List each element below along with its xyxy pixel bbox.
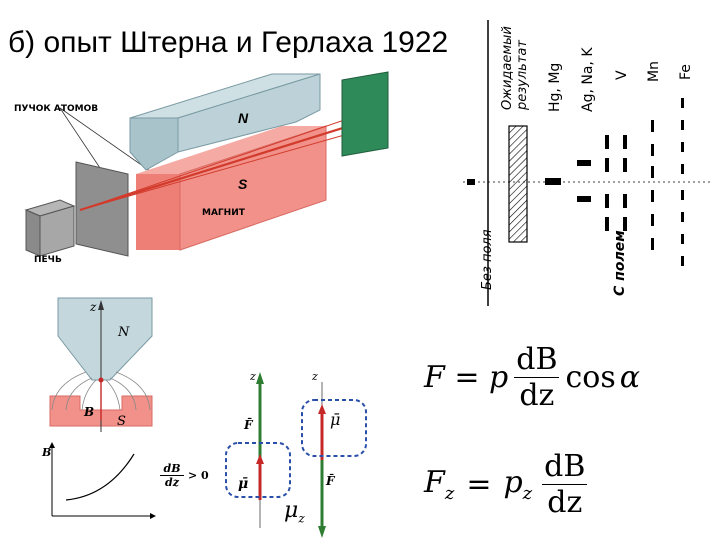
gradient-den: dz (165, 476, 179, 489)
formula1-lhs: F = p (424, 359, 509, 395)
formula1-alpha: α (619, 359, 641, 395)
field-axis-z: z (90, 300, 97, 314)
column-header-mn: Mn (646, 61, 662, 82)
formula2-p-symbol: p (503, 464, 523, 500)
pole-field-diagram (49, 297, 153, 432)
formula2-f: F (424, 464, 445, 500)
expected-result-header: Ожидаемый результат (500, 26, 530, 110)
vector-axis-z-left: z (250, 370, 256, 383)
detector-screen (341, 71, 389, 157)
hg-mg-mark (545, 178, 561, 185)
column-header-ag: Ag, Na, K (580, 47, 596, 113)
b-curve (65, 453, 135, 501)
oven-label: ПЕЧЬ (34, 255, 62, 265)
mu-label-left: μ̄ (238, 476, 249, 492)
fe-marks (681, 98, 684, 266)
no-field-mark (467, 179, 475, 185)
row-with-field-label: С полем (612, 230, 628, 296)
collimator-plate (75, 161, 129, 257)
mu-z-symbol: μ (284, 498, 299, 523)
formula2-eq: = (466, 466, 492, 502)
atom-beam (79, 120, 363, 212)
atom-beam-split (79, 129, 363, 211)
formula2-lhs-sub: z (444, 482, 455, 504)
vector-axis-z-right: z (312, 370, 318, 383)
row-no-field-label: Без поля (480, 229, 495, 290)
field-lines (51, 371, 151, 411)
oven (24, 199, 76, 257)
ag-mark (577, 160, 591, 166)
results-chart (463, 20, 713, 306)
pole-south-label: S (238, 176, 248, 192)
pole-north-label: N (238, 110, 249, 126)
force-label-left: F̄ (244, 418, 253, 432)
column-header-v: V (614, 70, 630, 80)
field-pole-south: S (117, 414, 126, 429)
formula2-fraction: dB dz (542, 448, 588, 520)
mu-highlight-box-right (301, 399, 367, 457)
formula2-den: dz (547, 484, 583, 520)
mu-label-right: μ̄ (330, 410, 341, 429)
formula2-num: dB (542, 448, 588, 485)
ag-mark (577, 196, 591, 202)
force-label-right: F̄ (326, 474, 335, 488)
field-label-b: B (84, 405, 95, 419)
formula1-cos: cos (565, 359, 616, 395)
apparatus-illustration (24, 71, 389, 257)
formula-force-z: Fz = pz dB dz (424, 436, 588, 532)
column-header-hg-mg: Hg, Mg (547, 62, 563, 112)
magnet-south (136, 125, 327, 251)
column-header-fe: Fe (678, 64, 694, 80)
vector-diagrams (225, 372, 367, 538)
gradient-relation: > 0 (188, 469, 209, 482)
graph-ylabel: B (42, 446, 52, 459)
z-axis-arrow (98, 300, 104, 310)
gradient-fraction: dB dz (160, 462, 184, 489)
magnet-north (129, 73, 321, 171)
page-title: б) опыт Штерна и Герлаха 1922 (8, 26, 449, 59)
formula2-lhs: Fz (424, 465, 454, 504)
formula2-p-sub: z (522, 482, 533, 504)
north-pole-piece (57, 297, 153, 381)
field-pole-north: N (118, 325, 130, 340)
mn-marks (651, 120, 654, 250)
formula1-den: dz (519, 377, 555, 413)
mu-z-sub: z (298, 511, 305, 526)
gradient-num: dB (160, 462, 184, 476)
b-z-graph (49, 442, 156, 519)
v-marks (605, 135, 627, 231)
atom-beam-split (79, 113, 363, 211)
formula2-p: pz (503, 465, 532, 504)
formula1-fraction: dB dz (514, 341, 560, 413)
mu-z-label: μz (284, 498, 305, 525)
magnet-label: МАГНИТ (202, 208, 245, 218)
mu-highlight-box-left (225, 442, 291, 498)
expected-result-bar (508, 125, 528, 243)
beam-label: ПУЧОК АТОМОВ (14, 104, 99, 114)
formula1-num: dB (514, 341, 560, 378)
formula-force: F = p dB dz cos α (424, 332, 640, 422)
